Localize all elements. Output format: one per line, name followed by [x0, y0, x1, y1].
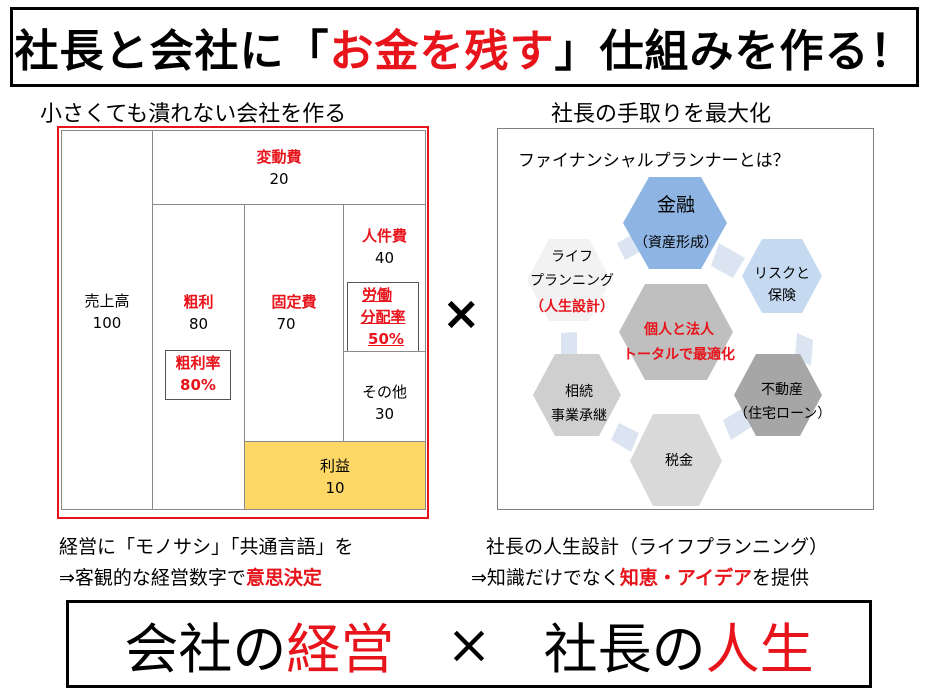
labor-share-label-2: 分配率	[360, 308, 406, 326]
hex-realestate	[734, 354, 822, 436]
fixed-cost-cell	[244, 204, 344, 442]
left-caption-line-1: 経営に「モノサシ」「共通言語」を	[59, 536, 354, 558]
other-cost-value: 30	[374, 405, 395, 423]
realestate-line-2: （住宅ローン）	[734, 406, 832, 422]
sales-label: 売上高	[84, 292, 130, 310]
labor-share-value: 50%	[368, 330, 404, 348]
life-line-1: ライフ	[551, 249, 593, 265]
connector-inherit-life	[561, 332, 577, 354]
other-cost-cell	[343, 351, 426, 442]
hex-finance	[623, 177, 727, 269]
profit-structure-diagram	[57, 126, 429, 519]
inherit-line-2: 事業承継	[551, 408, 607, 424]
realestate-line-1: 不動産	[761, 382, 803, 398]
bottom-red-1: 経営	[286, 617, 395, 681]
bottom-part1: 会社の	[124, 617, 287, 681]
right-caption-text-end: を提供	[751, 567, 809, 589]
risk-line-1: リスクと	[754, 266, 810, 282]
sales-cell	[61, 130, 153, 510]
labor-cost-label: 人件費	[361, 227, 407, 245]
inherit-line-1: 相続	[565, 384, 593, 400]
bottom-part2: 社長の	[543, 617, 706, 681]
gross-rate-box	[165, 350, 231, 400]
left-heading: 小さくても潰れない会社を作る	[40, 102, 347, 127]
finance-sub: （資産形成）	[634, 235, 718, 251]
life-line-2: プランニング	[530, 273, 614, 289]
fixed-cost-value: 70	[276, 315, 296, 333]
hexagon-diagram	[527, 177, 822, 506]
page-title: 社長と会社に「お金を残す」仕組みを作る！	[13, 10, 916, 84]
cross-mark: ×	[442, 286, 481, 340]
variable-cost-cell	[152, 130, 426, 205]
profit-value: 10	[325, 479, 345, 497]
title-box: 社長と会社に「お金を残す」仕組みを作る！	[10, 7, 919, 87]
center-line-2: トータルで最適化	[623, 347, 735, 363]
hex-inherit	[533, 354, 621, 436]
variable-cost-value: 20	[269, 170, 289, 188]
labor-cost-value: 40	[374, 249, 395, 267]
left-caption-text: ⇒客観的な経営数字で	[59, 567, 246, 589]
gross-profit-value: 80	[188, 315, 209, 333]
right-caption-line-2: ⇒知識だけでなく知恵・アイデアを提供	[471, 563, 809, 590]
other-cost-label: その他	[361, 383, 407, 401]
risk-line-2: 保険	[768, 288, 796, 304]
bottom-banner: 会社の経営 × 社長の人生	[66, 600, 872, 688]
labor-share-label-1: 労働	[361, 286, 392, 304]
gross-rate-value: 80%	[180, 376, 216, 394]
labor-share-box	[347, 282, 419, 352]
title-highlight: お金を残す	[329, 26, 555, 77]
right-caption-highlight: 知恵・アイデア	[619, 567, 752, 589]
title-part2: 」仕組みを作る！	[554, 26, 915, 77]
center-line-1: 個人と法人	[644, 322, 714, 338]
financial-planner-diagram	[497, 128, 874, 510]
bottom-slogan: 会社の経営 × 社長の人生	[69, 603, 869, 685]
title-part1: 社長と会社に「	[14, 26, 330, 77]
bottom-red-2: 人生	[705, 617, 814, 681]
connector-finance-risk	[711, 243, 745, 278]
hex-tax	[630, 414, 722, 506]
gross-rate-label: 粗利率	[175, 354, 221, 372]
finance-title: 金融	[656, 194, 695, 216]
connector-tax-inherit	[611, 423, 639, 452]
financial-planner-title: ファイナンシャルプランナーとは？	[518, 151, 790, 171]
profit-cell	[244, 441, 426, 510]
variable-cost-label: 変動費	[256, 148, 302, 166]
right-caption-line-1: 社長の人生設計（ライフプランニング）	[486, 536, 829, 558]
hex-risk	[742, 239, 822, 313]
hex-center	[619, 284, 733, 380]
life-line-3: （人生設計）	[530, 299, 614, 315]
right-heading: 社長の手取りを最大化	[551, 102, 772, 127]
left-caption-highlight: 意思決定	[245, 567, 322, 589]
right-caption-text: ⇒知識だけでなく	[471, 567, 620, 589]
hex-life	[527, 239, 611, 321]
left-caption-line-2: ⇒客観的な経営数字で意思決定	[59, 563, 322, 590]
bottom-cross: ×	[446, 612, 492, 676]
sales-value: 100	[92, 314, 122, 332]
tax-label: 税金	[665, 453, 693, 469]
gross-profit-label: 粗利	[183, 293, 214, 311]
fixed-cost-label: 固定費	[271, 293, 317, 311]
profit-label: 利益	[319, 457, 350, 475]
